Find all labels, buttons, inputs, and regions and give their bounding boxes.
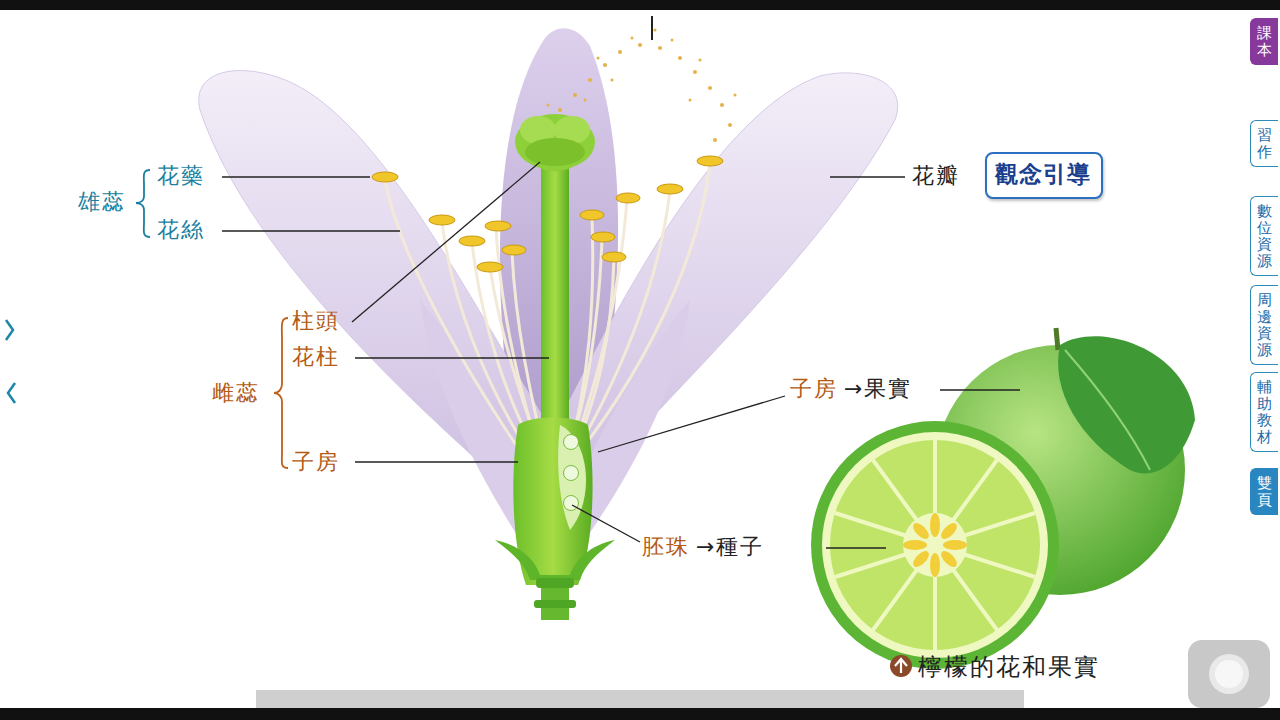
concept-button: 觀念引導 bbox=[985, 152, 1103, 199]
part-label: →種子 bbox=[696, 534, 764, 560]
part-label: 子房 bbox=[790, 376, 838, 402]
side-tab: 輔助教材 bbox=[1250, 372, 1278, 452]
side-tab: 雙頁 bbox=[1250, 468, 1278, 515]
part-label: 柱頭 bbox=[292, 308, 340, 334]
tab-label: 課本 bbox=[1257, 25, 1272, 58]
tab-label: 雙頁 bbox=[1257, 475, 1272, 508]
part-label: 花柱 bbox=[292, 344, 340, 370]
part-label: 花絲 bbox=[157, 217, 205, 243]
part-label: 花藥 bbox=[157, 163, 205, 189]
part-label: 子房 bbox=[292, 449, 340, 475]
part-label: 胚珠 bbox=[642, 534, 690, 560]
part-label: →果實 bbox=[844, 376, 912, 402]
side-tab: 周邊資源 bbox=[1250, 285, 1278, 365]
side-tab: 課本 bbox=[1250, 18, 1278, 65]
figure-caption: 檸檬的花和果實 bbox=[918, 651, 1100, 683]
side-tab: 數位資源 bbox=[1250, 196, 1278, 276]
part-label: 雄蕊 bbox=[78, 189, 126, 215]
button-label: 觀念引導 bbox=[995, 159, 1093, 190]
part-label: 雌蕊 bbox=[212, 380, 260, 406]
tab-label: 輔助教材 bbox=[1257, 379, 1272, 445]
side-tab: 習作 bbox=[1250, 120, 1278, 167]
part-label: 花瓣 bbox=[912, 163, 960, 189]
tab-label: 習作 bbox=[1257, 127, 1272, 160]
tab-label: 數位資源 bbox=[1257, 203, 1272, 269]
tab-label: 周邊資源 bbox=[1257, 292, 1272, 358]
